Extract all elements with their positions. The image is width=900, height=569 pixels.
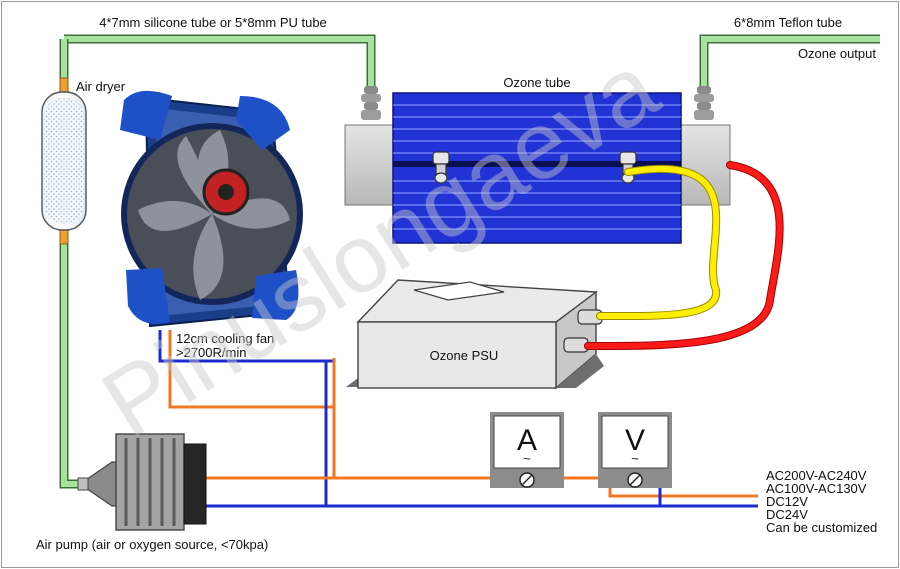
- air-pump-label: Air pump (air or oxygen source, <70kpa): [36, 537, 268, 552]
- air-dryer-label: Air dryer: [76, 79, 126, 94]
- ozone-tube-screw-left: [432, 151, 450, 184]
- power-option: DC24V: [766, 507, 808, 522]
- ozone-tube-label: Ozone tube: [503, 75, 570, 90]
- cooling-fan: [120, 90, 303, 328]
- power-option: AC200V-AC240V: [766, 468, 867, 483]
- ammeter-symbol: A: [517, 424, 537, 457]
- gas-tubes: [59, 34, 880, 489]
- fan-size-label: 12cm cooling fan: [176, 331, 274, 346]
- ozone-psu: [346, 279, 604, 390]
- voltmeter: [598, 412, 672, 488]
- ozone-output-label: Ozone output: [798, 46, 876, 61]
- voltmeter-ac-symbol: ~: [631, 451, 639, 466]
- teflon-tube-label: 6*8mm Teflon tube: [734, 15, 842, 30]
- power-options-list: AC200V-AC240V AC100V-AC130V DC12V DC24V …: [766, 468, 877, 535]
- ozone-tube-outlet-nozzle: [694, 86, 714, 120]
- ozone-tube-inlet-nozzle: [361, 86, 381, 120]
- silicone-tube-label: 4*7mm silicone tube or 5*8mm PU tube: [99, 15, 327, 30]
- voltmeter-symbol: V: [625, 424, 645, 457]
- power-wiring: [158, 330, 758, 508]
- power-option: AC100V-AC130V: [766, 481, 867, 496]
- psu-label: Ozone PSU: [430, 348, 499, 363]
- air-pump: [77, 433, 207, 531]
- fan-speed-label: >2700R/min: [176, 345, 246, 360]
- power-option: DC12V: [766, 494, 808, 509]
- ozone-tube-right-cap: [677, 124, 731, 206]
- air-dryer: [41, 77, 87, 245]
- ammeter-ac-symbol: ~: [523, 451, 531, 466]
- high-voltage-wires: [584, 161, 784, 351]
- ozone-tube-left-cap: [344, 124, 398, 206]
- power-option: Can be customized: [766, 520, 877, 535]
- ammeter: [490, 412, 564, 488]
